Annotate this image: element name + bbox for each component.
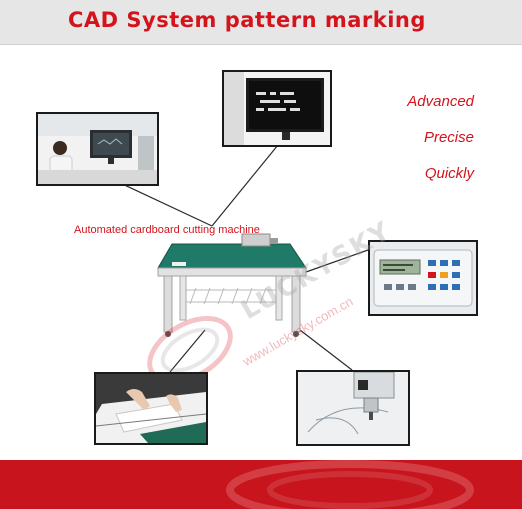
connector-line bbox=[117, 181, 213, 227]
header-band: CAD System pattern marking bbox=[0, 0, 522, 45]
connector-line bbox=[169, 329, 206, 373]
connector-line bbox=[211, 144, 279, 227]
connector-line bbox=[305, 249, 369, 273]
tagline-advanced: Advanced bbox=[407, 93, 474, 110]
tagline-quickly: Quickly bbox=[424, 165, 474, 182]
monitor-photo bbox=[222, 70, 332, 147]
footer-swoosh-icon bbox=[226, 460, 474, 509]
control-panel-photo bbox=[368, 240, 478, 316]
cardboard-cutting-photo bbox=[94, 372, 208, 445]
cutting-head-photo bbox=[296, 370, 410, 446]
tagline-list: Advanced Precise Quickly bbox=[407, 84, 474, 192]
cutting-machine-illustration bbox=[157, 233, 307, 337]
tagline-precise: Precise bbox=[423, 129, 474, 146]
connector-line bbox=[299, 329, 353, 371]
machine-label: Automated cardboard cutting machine bbox=[74, 224, 260, 236]
footer-band bbox=[0, 460, 522, 509]
page-title: CAD System pattern marking bbox=[68, 8, 426, 32]
operator-photo bbox=[36, 112, 159, 186]
